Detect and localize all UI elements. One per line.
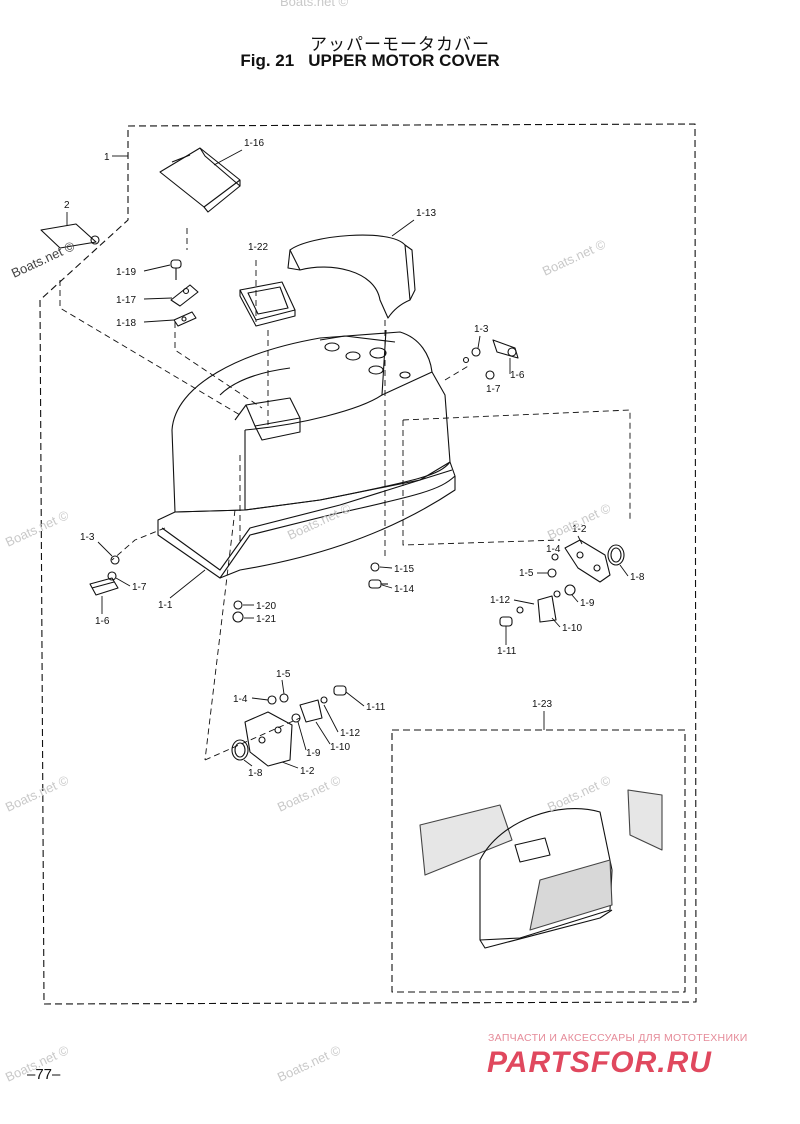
- watermark: Boats.net ©: [545, 500, 613, 543]
- vent-cover-1-13: [289, 234, 411, 319]
- label-1-23: 1-23: [532, 699, 552, 710]
- handle-upper-right: [462, 339, 519, 380]
- label-1-10-left: 1-10: [330, 742, 350, 753]
- label-1-7-upper: 1-7: [486, 384, 501, 395]
- center-fasteners: [232, 562, 388, 623]
- label-1-19: 1-19: [116, 267, 136, 278]
- label-1-11-left: 1-11: [366, 702, 386, 713]
- kit-boundary: [391, 729, 686, 993]
- label-1-6-upper: 1-6: [510, 370, 525, 381]
- partsfor-caption: ЗАПЧАСТИ И АКСЕССУАРЫ ДЛЯ МОТОТЕХНИКИ: [488, 1032, 748, 1044]
- watermark: Boats.net ©: [275, 772, 343, 815]
- label-1-18: 1-18: [116, 318, 136, 329]
- label-1-3-upper: 1-3: [474, 324, 489, 335]
- label-1-9-right: 1-9: [580, 598, 595, 609]
- label-1-8-right: 1-8: [630, 572, 645, 583]
- watermark: Boats.net ©: [3, 507, 71, 550]
- japanese-title: アッパーモータカバー: [310, 35, 490, 55]
- assembly-boundary: [39, 123, 697, 1005]
- label-1-6-lower: 1-6: [95, 616, 110, 627]
- label-1-12-left: 1-12: [340, 728, 360, 739]
- label-1-10-right: 1-10: [562, 623, 582, 634]
- page-number: –77–: [27, 1066, 61, 1083]
- handle-lower-left: [89, 555, 120, 596]
- label-1-5-left: 1-5: [276, 669, 291, 680]
- label-1-12-right: 1-12: [490, 595, 510, 606]
- label-1-8-left: 1-8: [248, 768, 263, 779]
- part-labels: 1 2 1-16 1-13 1-22 1-19 1-17 1-18 1-3 1-…: [64, 138, 645, 779]
- latch-assembly-right: [499, 539, 625, 627]
- watermark: Boats.net ©: [280, 0, 349, 9]
- label-1-11-right: 1-11: [497, 646, 517, 657]
- label-1-4-right: 1-4: [546, 544, 561, 555]
- label-1-2-right: 1-2: [572, 524, 587, 535]
- label-1-13: 1-13: [416, 208, 436, 219]
- cover-plate-1-16: [159, 147, 241, 208]
- label-1-4-left: 1-4: [233, 694, 248, 705]
- decal-part-2: [40, 223, 97, 249]
- latch-hardware: [170, 259, 199, 327]
- figure-name: UPPER MOTOR COVER: [308, 51, 500, 70]
- label-1-16: 1-16: [244, 138, 264, 149]
- watermark: Boats.net ©: [285, 500, 353, 543]
- label-1-5-right: 1-5: [519, 568, 534, 579]
- figure-title: Fig. 21 UPPER MOTOR COVER: [0, 51, 740, 71]
- decal-kit-1-23: [419, 789, 663, 949]
- upper-motor-cover-body: [157, 329, 456, 579]
- watermarks: Boats.net © Boats.net © Boats.net © Boat…: [3, 0, 613, 1085]
- figure-number: Fig. 21: [240, 51, 295, 70]
- label-1-15: 1-15: [394, 564, 414, 575]
- label-1-20: 1-20: [256, 601, 276, 612]
- label-2: 2: [64, 200, 70, 211]
- latch-assembly-left: [231, 685, 347, 767]
- label-1-9-left: 1-9: [306, 748, 321, 759]
- label-1-17: 1-17: [116, 295, 136, 306]
- watermark: Boats.net ©: [3, 772, 71, 815]
- partsfor-logo: PARTSFOR.RU: [487, 1046, 712, 1079]
- label-1-21: 1-21: [256, 614, 276, 625]
- label-1-1: 1-1: [158, 600, 173, 611]
- label-1-3-lower: 1-3: [80, 532, 95, 543]
- label-1-7-lower: 1-7: [132, 582, 147, 593]
- label-1: 1: [104, 152, 110, 163]
- grommet-1-22: [239, 281, 296, 327]
- label-1-22: 1-22: [248, 242, 268, 253]
- label-1-2-left: 1-2: [300, 766, 315, 777]
- label-1-14: 1-14: [394, 584, 414, 595]
- watermark: Boats.net ©: [9, 238, 77, 281]
- watermark: Boats.net ©: [540, 236, 608, 279]
- watermark: Boats.net ©: [275, 1042, 343, 1085]
